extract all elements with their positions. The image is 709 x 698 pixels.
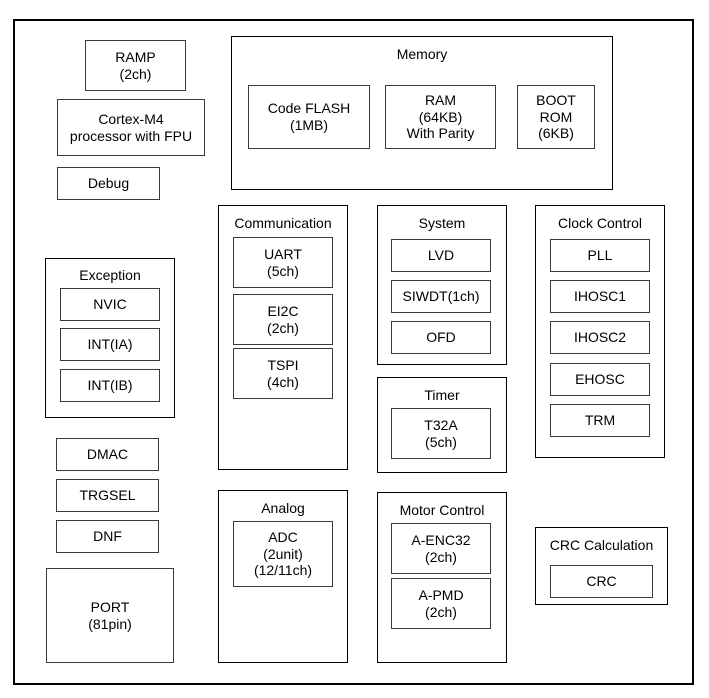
group-analog-title: Analog [261, 500, 305, 516]
group-crc-calculation-title: CRC Calculation [549, 537, 654, 553]
block-cortex-m4: Cortex-M4 processor with FPU [57, 99, 205, 156]
group-clock-control-title: Clock Control [557, 215, 643, 231]
block-debug: Debug [57, 167, 160, 200]
block-ramp: RAMP (2ch) [85, 40, 186, 91]
block-port: PORT (81pin) [46, 568, 174, 663]
block-pll-name: PLL [587, 247, 613, 264]
block-boot-rom: BOOT ROM (6KB) [517, 85, 595, 149]
block-ihosc2-name: IHOSC2 [573, 329, 627, 346]
block-code-flash-name: Code FLASH [267, 100, 351, 117]
block-ihosc2: IHOSC2 [550, 321, 650, 354]
block-a-enc32-detail: (2ch) [425, 548, 457, 565]
block-ofd: OFD [391, 321, 491, 354]
block-boot-rom-name: BOOT [536, 92, 576, 109]
block-port-detail: (81pin) [88, 615, 132, 632]
block-trm-name: TRM [584, 412, 616, 429]
block-nvic: NVIC [60, 288, 160, 321]
block-t32a-detail: (5ch) [425, 433, 457, 450]
group-motor-control: Motor Control [377, 492, 507, 663]
block-trm: TRM [550, 404, 650, 437]
block-dmac: DMAC [56, 438, 159, 471]
block-boot-rom-detail2: (6KB) [538, 125, 574, 142]
block-adc-detail: (2unit) [263, 545, 303, 562]
block-port-name: PORT [90, 598, 130, 615]
block-t32a-name: T32A [424, 416, 458, 433]
block-dmac-name: DMAC [86, 446, 129, 463]
block-tspi-detail: (4ch) [267, 373, 299, 390]
block-int-ia-name: INT(IA) [87, 336, 133, 353]
block-nvic-name: NVIC [93, 296, 127, 313]
block-dnf: DNF [56, 520, 159, 553]
block-a-enc32-name: A-ENC32 [411, 531, 471, 548]
group-motor-control-title: Motor Control [399, 502, 485, 518]
block-uart: UART (5ch) [233, 237, 333, 288]
block-ihosc1: IHOSC1 [550, 280, 650, 313]
block-a-pmd-name: A-PMD [418, 586, 464, 603]
block-a-pmd-detail: (2ch) [425, 603, 457, 620]
block-trgsel-name: TRGSEL [79, 487, 136, 504]
block-uart-detail: (5ch) [267, 262, 299, 279]
block-int-ia: INT(IA) [60, 328, 160, 361]
block-siwdt: SIWDT(1ch) [391, 280, 491, 313]
block-code-flash: Code FLASH (1MB) [248, 85, 370, 149]
group-memory-title: Memory [396, 46, 448, 62]
block-adc-detail2: (12/11ch) [253, 562, 313, 579]
block-uart-name: UART [264, 245, 302, 262]
block-lvd-name: LVD [427, 247, 455, 264]
block-ramp-detail: (2ch) [119, 65, 152, 82]
block-ofd-name: OFD [426, 329, 456, 346]
block-tspi-name: TSPI [267, 356, 299, 373]
block-pll: PLL [550, 239, 650, 272]
block-ei2c-name: EI2C [267, 302, 299, 319]
block-cortex-m4-line1: Cortex-M4 [98, 110, 164, 127]
group-communication-title: Communication [234, 215, 332, 231]
block-a-pmd: A-PMD (2ch) [391, 578, 491, 629]
block-ram-detail2: With Parity [406, 125, 475, 142]
block-t32a: T32A (5ch) [391, 408, 491, 459]
block-lvd: LVD [391, 239, 491, 272]
group-timer-title: Timer [424, 387, 460, 403]
block-dnf-name: DNF [93, 528, 122, 545]
block-tspi: TSPI (4ch) [233, 348, 333, 399]
block-ramp-name: RAMP [115, 48, 156, 65]
block-a-enc32: A-ENC32 (2ch) [391, 523, 491, 574]
block-ihosc1-name: IHOSC1 [573, 288, 627, 305]
group-exception-title: Exception [79, 267, 141, 283]
block-adc: ADC (2unit) (12/11ch) [233, 521, 333, 587]
group-system-title: System [418, 215, 466, 231]
block-boot-rom-detail: ROM [539, 108, 573, 125]
block-crc-name: CRC [586, 573, 617, 590]
block-ehosc-name: EHOSC [575, 371, 625, 388]
block-cortex-m4-line2: processor with FPU [69, 127, 193, 144]
block-ehosc: EHOSC [550, 363, 650, 396]
block-adc-name: ADC [268, 529, 298, 546]
block-code-flash-detail: (1MB) [289, 117, 329, 133]
block-debug-name: Debug [87, 175, 130, 192]
block-crc: CRC [550, 565, 653, 598]
block-int-ib: INT(IB) [60, 369, 160, 402]
block-ram-name: RAM [424, 92, 457, 109]
block-int-ib-name: INT(IB) [87, 377, 133, 394]
block-ram: RAM (64KB) With Parity [385, 85, 496, 149]
block-trgsel: TRGSEL [56, 479, 159, 512]
block-siwdt-name: SIWDT(1ch) [402, 288, 480, 305]
block-ei2c: EI2C (2ch) [233, 294, 333, 345]
block-ei2c-detail: (2ch) [267, 319, 299, 336]
block-ram-detail: (64KB) [418, 108, 463, 125]
